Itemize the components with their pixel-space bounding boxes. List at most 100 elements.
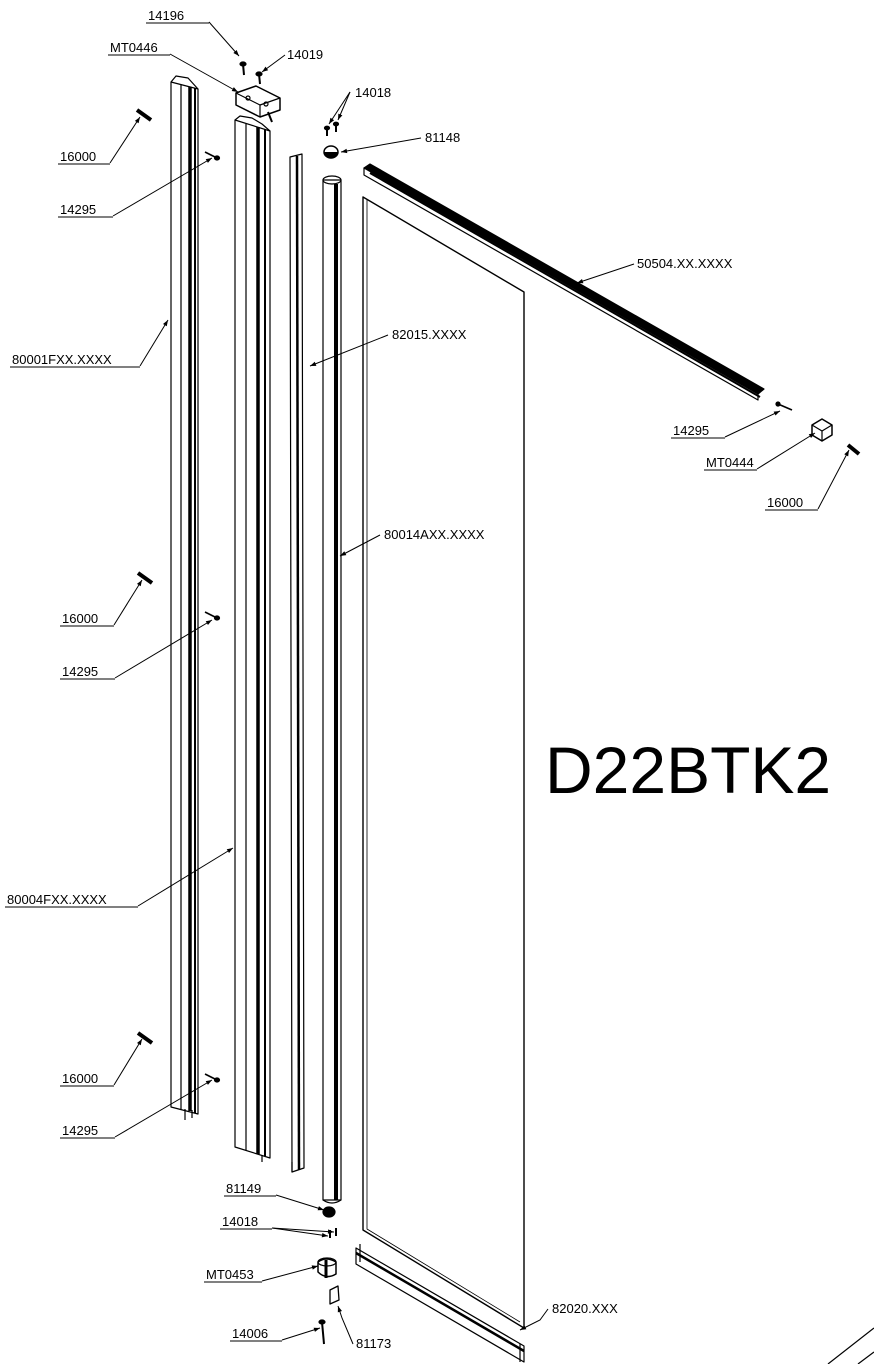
hinge-block-mt0453 <box>317 1257 337 1278</box>
leader-line-arrowhead <box>520 1325 527 1330</box>
leader-line-arrowhead <box>311 1265 318 1270</box>
screw-14295-c <box>204 1073 221 1083</box>
leader-line-arrowhead <box>313 1327 320 1332</box>
leader-line-arrowhead <box>341 148 348 154</box>
clip-81173 <box>329 1285 340 1305</box>
leader-line <box>112 157 213 217</box>
part-label-14018: 14018 <box>355 85 391 100</box>
hinge-bracket-mt0446 <box>235 85 281 123</box>
leader-line <box>271 1227 329 1237</box>
leader-line <box>309 334 389 367</box>
leader-line <box>113 1038 143 1086</box>
leader-line <box>139 319 169 367</box>
part-label-mt0446: MT0446 <box>110 40 158 55</box>
leader-line <box>337 1305 354 1345</box>
part-label-16000: 16000 <box>60 149 96 164</box>
leader-line-arrowhead <box>137 1039 142 1046</box>
leader-line-arrowhead <box>136 580 142 587</box>
pin-16000-right <box>846 443 861 456</box>
leader-line-arrowhead <box>577 279 584 284</box>
part-label-14295: 14295 <box>62 664 98 679</box>
screw-14295-right <box>775 401 793 411</box>
part-label-mt0453: MT0453 <box>206 1267 254 1282</box>
cap-81148 <box>323 145 339 159</box>
part-label-80014axx-xxxx: 80014AXX.XXXX <box>384 527 485 542</box>
leader-line-arrowhead <box>134 117 140 124</box>
part-label-14295: 14295 <box>60 202 96 217</box>
screw-14006 <box>318 1319 326 1345</box>
leader-line-arrowhead <box>231 87 238 92</box>
leader-line-arrowhead <box>321 1232 328 1238</box>
leader-line <box>114 1079 213 1138</box>
leader-line <box>114 619 213 679</box>
screw-14196 <box>239 61 247 76</box>
part-label-14018: 14018 <box>222 1214 258 1229</box>
leader-line <box>109 116 141 164</box>
leader-line-arrowhead <box>338 113 343 120</box>
leader-line-arrowhead <box>205 158 212 163</box>
leader-line <box>576 263 635 284</box>
leader-line-arrowhead <box>808 433 815 439</box>
part-label-81148: 81148 <box>425 130 460 145</box>
part-label-14295: 14295 <box>62 1123 98 1138</box>
leader-line-arrowhead <box>844 450 849 457</box>
top-rail-50504 <box>363 163 765 401</box>
screws-14018-top <box>323 121 340 136</box>
part-label-82015-xxxx: 82015.XXXX <box>392 327 467 342</box>
leader-line-arrowhead <box>327 1229 334 1234</box>
leader-line-arrowhead <box>205 1080 212 1085</box>
part-label-14196: 14196 <box>148 8 184 23</box>
pin-16000-c <box>136 1031 154 1045</box>
part-label-14006: 14006 <box>232 1326 268 1341</box>
part-label-81173: 81173 <box>356 1336 391 1351</box>
model-title: D22BTK2 <box>545 733 831 807</box>
part-label-14295: 14295 <box>673 423 709 438</box>
leader-line <box>281 1327 321 1341</box>
part-label-50504-xx-xxxx: 50504.XX.XXXX <box>637 256 733 271</box>
screw-14295-a <box>204 151 221 161</box>
seal-82015 <box>289 153 305 1173</box>
part-label-16000: 16000 <box>767 495 803 510</box>
leader-line-arrowhead <box>205 620 212 625</box>
screws-14018-bottom <box>329 1228 337 1238</box>
leader-line-arrowhead <box>310 361 317 366</box>
screw-14295-b <box>204 611 221 621</box>
leader-line <box>519 1308 549 1331</box>
leader-line-arrowhead <box>773 411 780 416</box>
screw-14019 <box>255 71 263 85</box>
part-label-16000: 16000 <box>62 1071 98 1086</box>
leader-line-arrowhead <box>262 66 269 72</box>
part-label-mt0444: MT0444 <box>706 455 754 470</box>
leader-line <box>756 432 816 470</box>
leader-line <box>724 410 781 438</box>
leader-line <box>817 449 850 510</box>
leader-line <box>113 579 143 626</box>
pin-16000-a <box>135 108 153 122</box>
leader-lines <box>5 21 850 1345</box>
cap-81149 <box>322 1206 336 1218</box>
leader-line <box>137 847 234 907</box>
leader-line-arrowhead <box>340 551 347 556</box>
leader-line-arrowhead <box>317 1206 324 1211</box>
leader-line <box>261 1265 319 1282</box>
part-label-80004fxx-xxxx: 80004FXX.XXXX <box>7 892 107 907</box>
part-label-16000: 16000 <box>62 611 98 626</box>
part-label-81149: 81149 <box>226 1181 261 1196</box>
glass-panel <box>362 196 525 1329</box>
leader-line-arrowhead <box>226 848 233 854</box>
leader-line-arrowhead <box>337 1306 342 1313</box>
bottom-rail-82020 <box>355 1244 525 1363</box>
wall-profile-80004 <box>234 115 271 1162</box>
pin-16000-b <box>136 571 154 585</box>
leader-line-arrowhead <box>233 50 239 56</box>
corner-marks <box>827 1327 874 1365</box>
leader-line <box>271 1227 335 1233</box>
leader-line <box>328 91 351 125</box>
leader-line <box>208 21 240 57</box>
part-label-14019: 14019 <box>287 47 323 62</box>
part-label-82020-xxx: 82020.XXX <box>552 1301 618 1316</box>
leader-line <box>169 53 239 93</box>
